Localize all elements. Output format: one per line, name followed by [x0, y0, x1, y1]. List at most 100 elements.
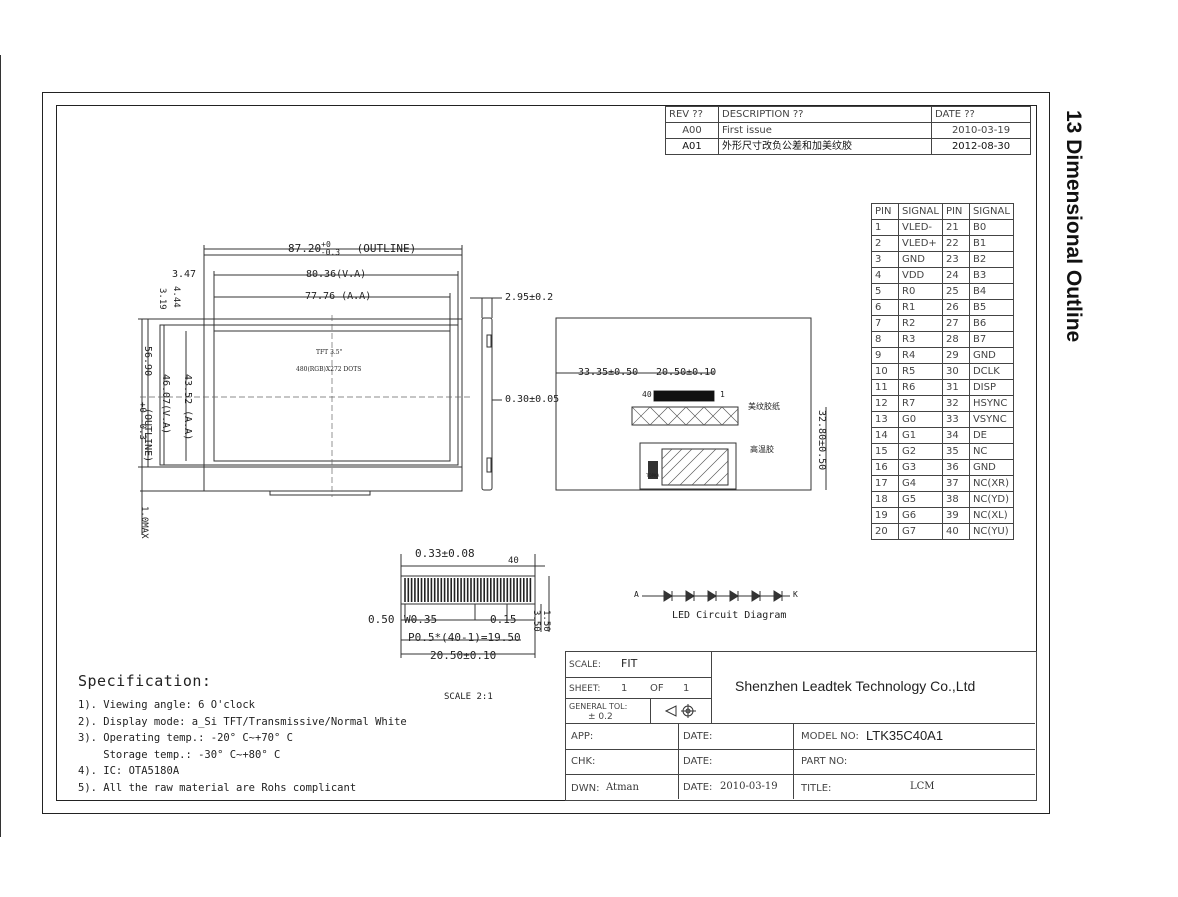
pin-signal-cell: B3: [968, 267, 1014, 284]
app-label: APP:: [571, 731, 594, 742]
fpc-pad-width: 0.33±0.08: [415, 547, 475, 560]
dwn-label: DWN:: [571, 783, 600, 794]
outline-width-note: (OUTLINE): [356, 242, 417, 255]
model-label: MODEL NO:: [801, 731, 859, 742]
pin-signal-cell: B4: [968, 283, 1014, 300]
outline-width-tol-upper: +0: [321, 240, 331, 249]
led-circuit-drawing: [642, 590, 790, 602]
pin-number-cell: 37: [941, 475, 970, 492]
dwn-date-value: 2010-03-19: [720, 781, 778, 792]
back-dim-fpc: 20.50±0.10: [656, 367, 717, 378]
fpc-left-gap: 0.50: [368, 613, 395, 626]
pin-number-cell: 21: [941, 219, 970, 236]
back-dim-left: 33.35±0.50: [578, 367, 639, 378]
pin-number-cell: 25: [941, 283, 970, 300]
date-header: DATE ??: [931, 106, 1031, 123]
fpc-pitch-total: P0.5*(40-1)=19.50: [408, 631, 521, 644]
back-dim-height: 32.80±0.50: [816, 410, 827, 471]
pin-signal-cell: B7: [968, 331, 1014, 348]
pin-signal-cell: G3: [898, 459, 943, 476]
side-offset-label: 0.30±0.05: [505, 394, 560, 405]
panel-text-2: 480(RGB)X272 DOTS: [296, 366, 362, 373]
spec-line: 2). Display mode: a_Si TFT/Transmissive/…: [78, 715, 407, 728]
front-view-drawing: [138, 245, 470, 535]
pin-signal-cell: G5: [898, 491, 943, 508]
fpc-pin-count: 40: [508, 556, 519, 566]
part-label: PART NO:: [801, 756, 848, 767]
specification-block: Specification: 1). Viewing angle: 6 O'cl…: [78, 672, 407, 796]
chk-label: CHK:: [571, 756, 596, 767]
fpc-connector: [654, 391, 714, 401]
pin-number-cell: 7: [871, 315, 899, 332]
fpc-detail-drawing: [400, 554, 550, 658]
title-label: TITLE:: [801, 783, 832, 794]
pin-number-cell: 19: [871, 507, 899, 524]
pin-signal-cell: B5: [968, 299, 1014, 316]
pin-number-cell: 40: [941, 523, 970, 540]
pin-signal-cell: DISP: [968, 379, 1014, 396]
aa-width-label: 77.76 (A.A): [305, 291, 372, 302]
pin-number-cell: 24: [941, 267, 970, 284]
company-name: Shenzhen Leadtek Technology Co.,Ltd: [735, 678, 976, 694]
fpc-h1: 1.50: [541, 610, 551, 632]
section-title-text: 13 Dimensional Outline: [1062, 110, 1085, 343]
pin-number-cell: 14: [871, 427, 899, 444]
revision-row: A01 外形尺寸改负公差和加美纹胶 2012-08-30: [665, 138, 1031, 155]
side-thickness-label: 2.95±0.2: [505, 292, 554, 303]
pin-signal-cell: R7: [898, 395, 943, 412]
rev-cell: A01: [665, 138, 719, 155]
pin-last-label: 1: [720, 390, 725, 399]
fpc-h2: 3.50: [531, 610, 541, 632]
revision-row: A00 First issue 2010-03-19: [665, 122, 1031, 139]
spec-line: 3). Operating temp.: -20° C~+70° C: [78, 732, 293, 744]
pin-number-cell: 27: [941, 315, 970, 332]
spec-line: 5). All the raw material are Rohs compli…: [78, 781, 357, 794]
pin-signal-cell: VLED-: [898, 219, 943, 236]
rev-header: REV ??: [665, 106, 719, 123]
pin-signal-cell: NC(YD): [968, 491, 1014, 508]
section-title: 13 Dimensional Outline: [1057, 110, 1087, 380]
pin-number-cell: 3: [871, 251, 899, 268]
pin-number-cell: 5: [871, 283, 899, 300]
va-height-label: 46.07(V.A): [160, 374, 171, 435]
pin-number-cell: 34: [941, 427, 970, 444]
pin-number-cell: 10: [871, 363, 899, 380]
pin-number-cell: 36: [941, 459, 970, 476]
outline-width-label: 87.20+0-0.3 (OUTLINE): [288, 240, 417, 257]
sheet-label: SHEET:: [569, 684, 601, 694]
chk-date-label: DATE:: [683, 756, 713, 767]
model-value: LTK35C40A1: [866, 728, 944, 743]
led-diagram-label: LED Circuit Diagram: [672, 610, 787, 621]
drawing-inner-border: [56, 105, 1037, 801]
pin-number-cell: 30: [941, 363, 970, 380]
outline-height-label: 56.90: [142, 346, 153, 377]
pin-signal-cell: GND: [898, 251, 943, 268]
pin-signal-cell: G2: [898, 443, 943, 460]
led-anode: A: [634, 590, 639, 599]
description-cell: 外形尺寸改负公差和加美纹胶: [718, 138, 932, 155]
pin-number-cell: 13: [871, 411, 899, 428]
pin-number-cell: 20: [871, 523, 899, 540]
scale-value: FIT: [621, 657, 638, 670]
side-view-drawing: [470, 297, 502, 491]
pin-signal-cell: G4: [898, 475, 943, 492]
pin-number-cell: 23: [941, 251, 970, 268]
pin-signal-cell: G7: [898, 523, 943, 540]
projection-symbol-icon: [664, 704, 696, 718]
pin-number-cell: 18: [871, 491, 899, 508]
pin-signal-cell: NC(YU): [968, 523, 1014, 540]
drawing-outer-border: [42, 92, 1050, 814]
